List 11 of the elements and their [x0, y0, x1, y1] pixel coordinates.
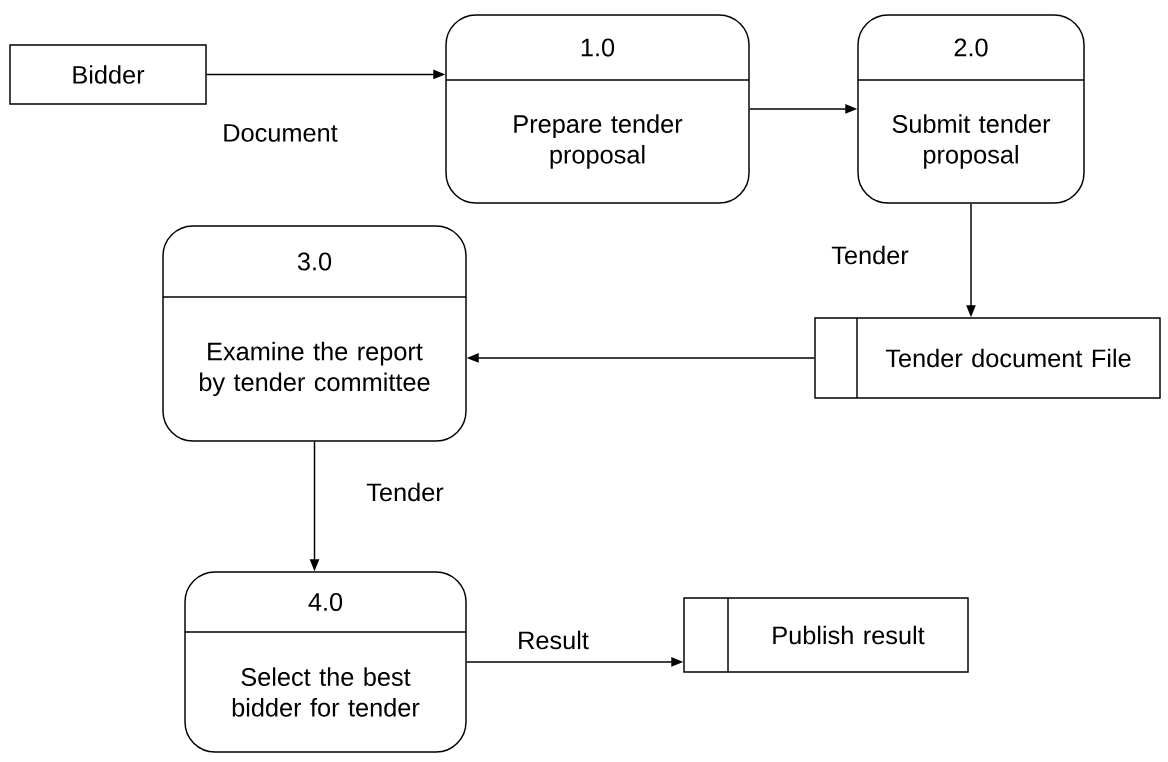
- edge-label: Result: [514, 628, 592, 652]
- edge-label: Document: [219, 121, 341, 145]
- process-box: 3.0 Examine the report by tender committee: [162, 225, 467, 442]
- data-store: Tender document File: [814, 317, 1161, 399]
- process-box: 2.0 Submit tender proposal: [857, 14, 1085, 204]
- edge-label: Tender: [363, 480, 447, 504]
- data-store: Publish result: [683, 597, 969, 673]
- entity-box: Bidder: [9, 44, 207, 105]
- process-box: 1.0 Prepare tender proposal: [445, 14, 750, 204]
- process-box: 4.0 Select the best bidder for tender: [184, 571, 467, 753]
- edge-label: Tender: [828, 243, 912, 267]
